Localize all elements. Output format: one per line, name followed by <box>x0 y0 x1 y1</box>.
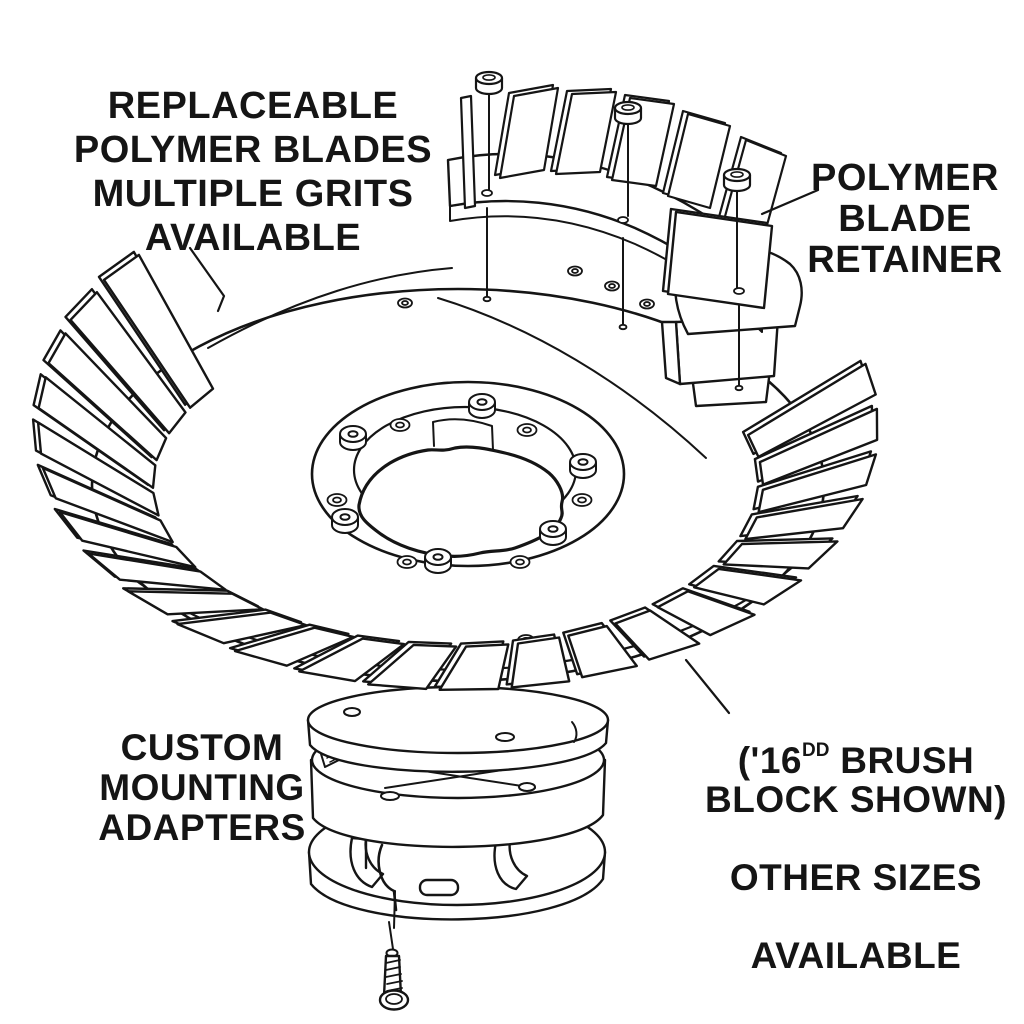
edge-on-blade <box>459 94 477 210</box>
pad-tab <box>418 878 460 897</box>
adapter-ring-upper <box>306 685 610 773</box>
polymer-blade <box>567 624 638 679</box>
polymer-blade <box>438 643 510 691</box>
polymer-blade <box>58 510 197 569</box>
polymer-blade <box>233 626 355 667</box>
polymer-blade <box>744 497 864 541</box>
hub-washer-holes <box>326 418 593 569</box>
polymer-blade <box>757 453 878 514</box>
polymer-blade <box>102 253 215 409</box>
bayonet-lug-right <box>493 839 529 891</box>
leader-blades <box>188 246 226 313</box>
retainer-flap-side <box>660 320 682 386</box>
retainer-screw <box>722 167 752 392</box>
label-polymer-blade-retainer: POLYMER BLADE RETAINER <box>807 157 1003 281</box>
hub-bosses <box>331 393 597 574</box>
leader-lines <box>188 188 820 715</box>
polymer-blade <box>614 609 701 661</box>
retainer-blade <box>666 112 732 210</box>
polymer-blade <box>36 421 160 517</box>
retained-polymer-blade <box>666 210 774 310</box>
polymer-blade <box>693 567 803 606</box>
size-note-line4: AVAILABLE <box>750 935 962 977</box>
polymer-blade <box>87 552 227 591</box>
size-note-line2: BLOCK SHOWN) <box>705 779 1007 821</box>
polymer-blade <box>126 590 265 616</box>
polymer-blade <box>69 291 187 435</box>
polymer-blade <box>722 540 839 570</box>
polymer-blade <box>176 611 308 645</box>
spring-wire <box>377 843 398 912</box>
label-replaceable-polymer-blades: REPLACEABLE POLYMER BLADES MULTIPLE GRIT… <box>73 85 433 259</box>
retainer-mount-holes <box>397 265 655 310</box>
size-note-line1: ('16DD BRUSH <box>737 740 975 782</box>
mounting-adapter-stack <box>306 685 610 1011</box>
polymer-blade-retainer-assembly <box>446 70 803 408</box>
leader-retainer <box>760 188 820 216</box>
polymer-blade <box>37 376 157 489</box>
size-superscript: DD <box>801 740 830 761</box>
polymer-blade <box>367 643 458 691</box>
label-custom-mounting-adapters: CUSTOM MOUNTING ADAPTERS <box>98 727 306 848</box>
brush-block-disc <box>90 265 826 683</box>
hub-mounting-ring <box>310 380 626 574</box>
polymer-blade <box>41 466 174 544</box>
mounting-ring-inner-arc <box>437 297 707 459</box>
disc-upper-left-arc <box>207 267 453 349</box>
polymer-blade <box>758 407 879 486</box>
polymer-blade <box>746 362 877 459</box>
retainer-screw <box>613 100 643 331</box>
polymer-blade <box>298 637 406 683</box>
retainer-blade <box>498 86 560 180</box>
retainer-blade <box>554 90 618 176</box>
polymer-blade-ring <box>31 250 879 691</box>
adapter-mounting-screw <box>378 921 410 1011</box>
retainer-screws <box>474 70 752 392</box>
polymer-blade <box>47 332 168 462</box>
polymer-blade <box>656 590 756 637</box>
size-note-line3: OTHER SIZES <box>729 857 983 899</box>
label-brush-block-size-note: ('16DD BRUSH BLOCK SHOWN) OTHER SIZES AV… <box>676 696 1024 1014</box>
leader-size-note <box>684 658 731 715</box>
hub-center-opening <box>357 445 565 558</box>
polymer-blade <box>510 636 571 689</box>
retainer-screw <box>474 70 504 303</box>
